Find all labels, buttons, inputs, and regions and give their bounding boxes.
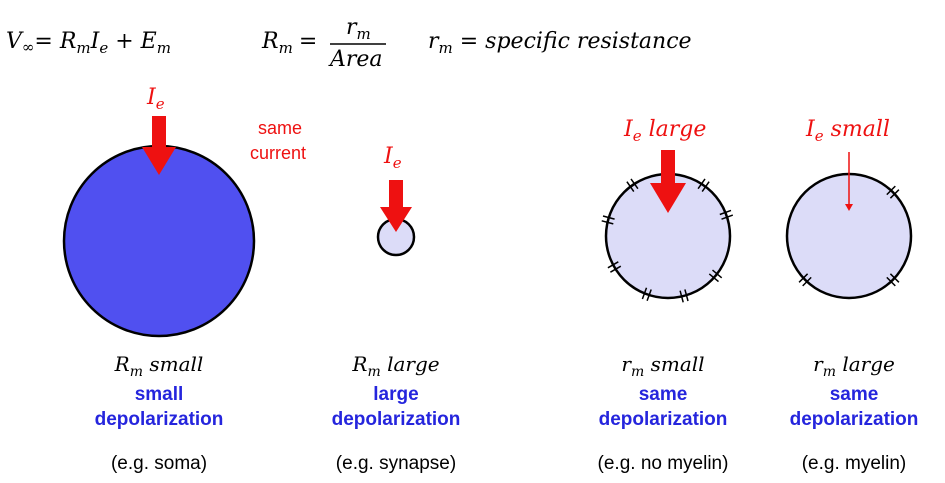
panel-3-effect-line1: same xyxy=(639,384,688,405)
panel-2-effect-line1: large xyxy=(373,384,418,405)
panel-4-effect-line2: depolarization xyxy=(790,409,919,430)
leak-channel-tick xyxy=(601,220,614,225)
panel-4-example: (e.g. myelin) xyxy=(802,453,907,474)
leak-channel-tick xyxy=(630,178,639,190)
panel-2-label: Rm large xyxy=(351,352,439,380)
panel-3-label: rm small xyxy=(621,352,704,380)
equation-rm-denominator: Area xyxy=(328,47,383,72)
ie-small-label: Ie small xyxy=(805,117,890,145)
leak-channel-tick xyxy=(798,273,809,283)
leak-channel-tick xyxy=(886,185,896,196)
leak-channel-tick xyxy=(712,269,723,279)
leak-channel-tick xyxy=(607,261,619,269)
current-arrow-synapse xyxy=(380,180,412,232)
leak-channel-tick xyxy=(641,287,648,300)
same-current-note-line1: same xyxy=(258,118,302,138)
membrane-leak-channels xyxy=(601,178,734,303)
leak-channel-tick xyxy=(886,276,896,287)
leak-channel-tick xyxy=(646,289,652,302)
leak-channel-tick xyxy=(626,181,635,193)
leak-channel-tick xyxy=(684,289,689,302)
panel-1-effect-line1: small xyxy=(135,384,184,405)
ie-large-label: Ie large xyxy=(623,117,706,145)
panel-1-effect-line2: depolarization xyxy=(95,409,224,430)
ie-label-synapse: Ie xyxy=(383,144,402,172)
ie-label-soma: Ie xyxy=(146,85,165,113)
leak-channel-tick xyxy=(719,209,732,216)
same-current-note-line2: current xyxy=(250,143,306,163)
leak-channel-tick xyxy=(697,178,706,190)
panel-3-effect-line2: depolarization xyxy=(599,409,728,430)
leak-channel-tick xyxy=(889,189,900,199)
membrane-leak-channels-sparse xyxy=(798,185,900,287)
current-arrow-soma xyxy=(142,116,176,175)
equation-rm-lhs: Rm= xyxy=(261,29,317,57)
panel-2-example: (e.g. synapse) xyxy=(336,453,456,474)
current-arrow-large xyxy=(650,150,686,213)
leak-channel-tick xyxy=(701,181,710,193)
equation-v-infinity: V∞= RmIe + Em xyxy=(6,29,171,57)
panel-1-label: Rm small xyxy=(114,352,204,380)
leak-channel-tick xyxy=(708,273,719,283)
leak-channel-tick xyxy=(602,215,615,220)
equation-specific-resistance: rm = specific resistance xyxy=(428,29,692,57)
leak-channel-tick xyxy=(721,214,734,220)
panel-4-effect-line1: same xyxy=(830,384,879,405)
leak-channel-tick xyxy=(802,276,812,287)
leak-channel-tick xyxy=(889,273,900,283)
leak-channel-tick xyxy=(610,265,622,273)
panel-2-effect-line2: depolarization xyxy=(332,409,461,430)
leak-channel-tick xyxy=(679,290,684,303)
panel-3-example: (e.g. no myelin) xyxy=(598,453,729,474)
panel-1-example: (e.g. soma) xyxy=(111,453,207,474)
panel-4-label: rm large xyxy=(813,352,895,380)
equation-rm-numerator: rm xyxy=(346,15,371,43)
current-arrowhead-small xyxy=(845,204,853,211)
